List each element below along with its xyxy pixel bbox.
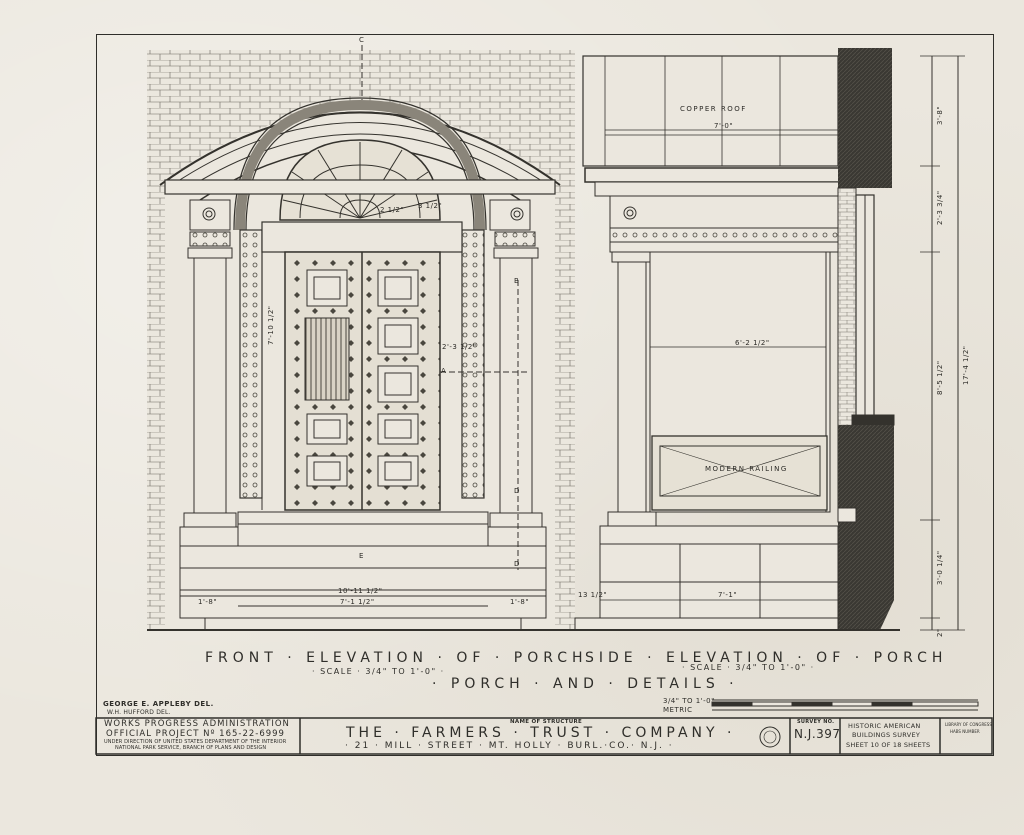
- dim-front-width-total: 10'-11 1/2": [338, 587, 383, 595]
- marker-c: C: [359, 36, 365, 44]
- dim-side-v4: 17'-4 1/2": [962, 345, 970, 385]
- dim-side-v6: 2": [936, 628, 944, 637]
- dim-front-width-door: 7'-1 1/2": [340, 598, 375, 606]
- tb-address: · 21 · MILL · STREET · MT. HOLLY · BURL.…: [345, 741, 674, 751]
- tb-agency-1: WORKS PROGRESS ADMINISTRATION: [104, 719, 290, 729]
- scale-metric-label: METRIC: [663, 706, 693, 714]
- side-elevation-title: SIDE · ELEVATION · OF · PORCH: [585, 650, 948, 666]
- dim-side-base-left: 13 1/2": [578, 591, 608, 599]
- dim-front-door-side: 2'-3 1/2": [442, 343, 477, 351]
- sheet-subtitle: · PORCH · AND · DETAILS ·: [432, 676, 739, 692]
- dim-front-arch2: 3 1/2": [418, 202, 443, 210]
- label-modern-railing: MODERN RAILING: [705, 465, 788, 473]
- dim-side-v2: 2'-3 3/4": [936, 190, 944, 225]
- side-elevation-scale: · SCALE · 3/4" TO 1'-0" ·: [682, 663, 815, 672]
- tb-agency-3: UNDER DIRECTION OF UNITED STATES DEPARTM…: [104, 739, 287, 745]
- dim-front-arch1: 2 1/2": [380, 206, 405, 214]
- side-elevation: [565, 48, 965, 631]
- tb-sheet: SHEET 10 OF 18 SHEETS: [846, 741, 931, 749]
- dim-side-roof-width: 7'-0": [714, 122, 734, 130]
- delineator-1: GEORGE E. APPLEBY DEL.: [103, 700, 214, 708]
- dim-side-opening: 6'-2 1/2": [735, 339, 770, 347]
- tb-survey-label: SURVEY NO.: [797, 719, 835, 725]
- front-elevation-title: FRONT · ELEVATION · OF · PORCH: [205, 650, 588, 666]
- tb-agency-4: NATIONAL PARK SERVICE, BRANCH OF PLANS A…: [115, 745, 267, 751]
- scale-imperial-label: 3/4" TO 1'-0": [663, 697, 715, 705]
- dim-front-left: 1'-8": [198, 598, 218, 606]
- dim-front-height: 7'-10 1/2": [267, 305, 275, 345]
- dim-side-v1: 3'-8": [936, 105, 944, 125]
- tb-agency-2: OFFICIAL PROJECT Nº 165-22-6999: [106, 729, 285, 739]
- dim-front-right: 1'-8": [510, 598, 530, 606]
- tb-habs-2: BUILDINGS SURVEY: [852, 731, 921, 739]
- tb-structure-name: THE · FARMERS · TRUST · COMPANY ·: [346, 725, 736, 741]
- tb-structure-label: NAME OF STRUCTURE: [510, 719, 583, 725]
- tb-library-1: LIBRARY OF CONGRESS: [945, 722, 992, 727]
- marker-e: E: [359, 552, 364, 560]
- marker-d1: D: [514, 487, 520, 495]
- tb-habs-1: HISTORIC AMERICAN: [848, 722, 921, 730]
- dim-side-base: 7'-1": [718, 591, 738, 599]
- dim-side-v3: 8'-5 1/2": [936, 360, 944, 395]
- marker-a: A: [441, 367, 447, 375]
- drawing-border: [96, 34, 994, 756]
- marker-d2: D: [514, 560, 520, 568]
- label-copper-roof: COPPER ROOF: [680, 105, 747, 113]
- marker-b: B: [514, 277, 520, 285]
- tb-survey-no: N.J.397: [794, 727, 841, 741]
- graphic-scale: [711, 699, 979, 711]
- title-block: [95, 717, 993, 755]
- dim-side-v5: 3'-0 1/4": [936, 550, 944, 585]
- delineator-2: W.H. HUFFORD DEL.: [107, 709, 171, 716]
- tb-library-2: HABS NUMBER: [950, 729, 980, 734]
- front-elevation-scale: · SCALE · 3/4" TO 1'-0" ·: [312, 667, 445, 676]
- front-elevation: [147, 45, 575, 631]
